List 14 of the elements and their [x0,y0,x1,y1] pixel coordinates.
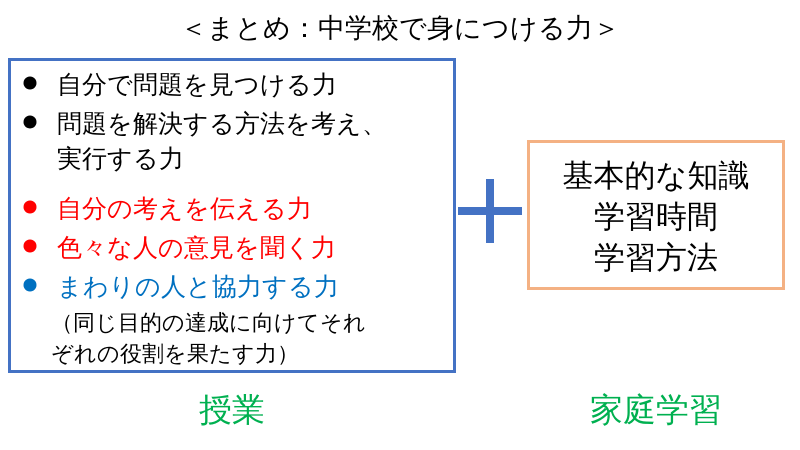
list-item: 学習方法 [593,239,719,278]
caption-text: 授業 [198,390,266,430]
bullet-item: 問題を解決する方法を考え、実行する力 [57,108,388,175]
note-text: （同じ目的の達成に向けてそれぞれの役割を果たす力） [51,310,367,369]
bullet-item: 自分で問題を見つける力 [57,69,338,101]
text-box [8,58,456,373]
list-item: 基本的な知識 [562,157,750,196]
bullet-item: 色々な人の意見を聞く力 [57,232,337,264]
list-item: 学習時間 [593,198,719,237]
caption-text: 家庭学習 [589,390,723,430]
title: ＜まとめ：中学校で身につける力＞ [179,12,621,46]
bullet-item: まわりの人と協力する力 [57,271,340,303]
bullet-item: 自分の考えを伝える力 [57,193,313,225]
text-box [527,140,785,290]
